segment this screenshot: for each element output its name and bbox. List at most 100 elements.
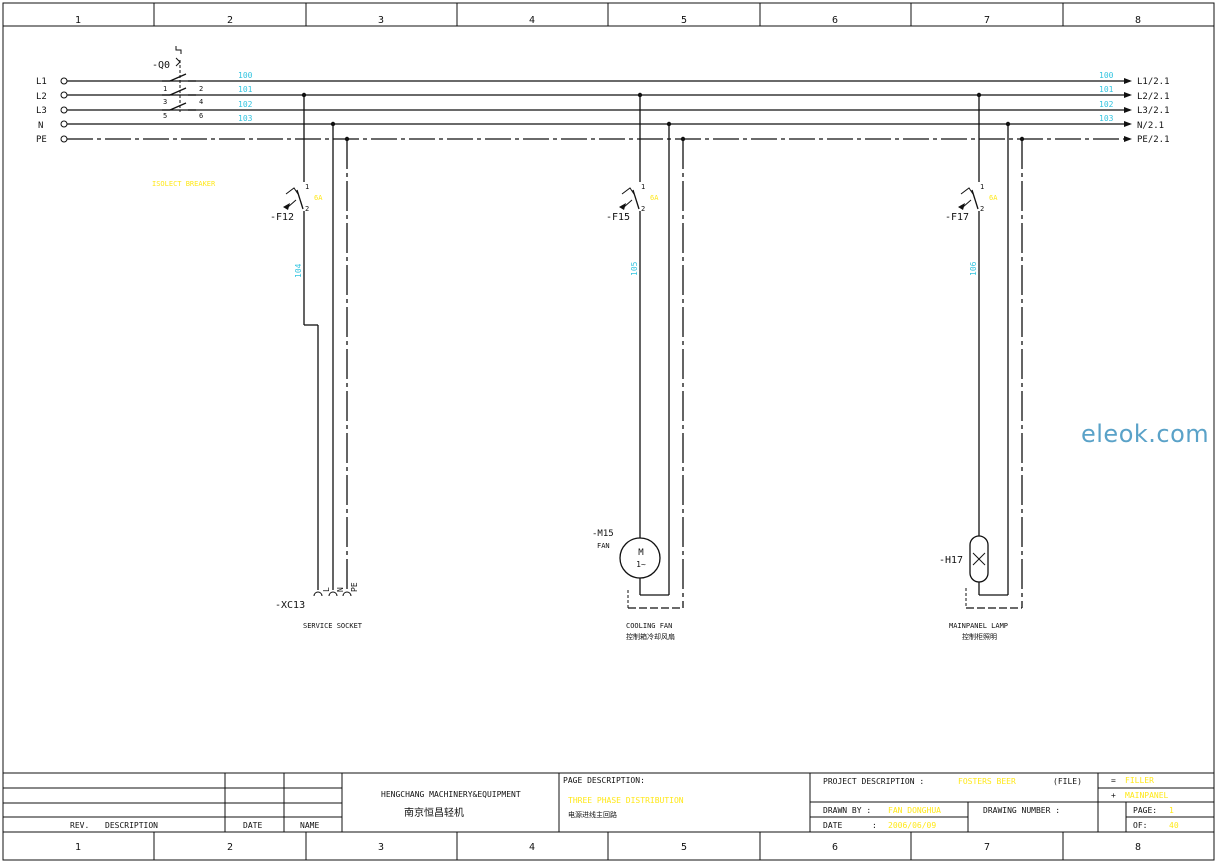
tb-company: HENGCHANG MACHINERY&EQUIPMENT bbox=[381, 790, 521, 799]
col-label-bot-7: 7 bbox=[984, 842, 990, 853]
bus-label-pe: PE bbox=[36, 135, 47, 145]
tb-eq2: + bbox=[1111, 791, 1116, 800]
main-switch-term-4: 4 bbox=[199, 98, 203, 106]
tb-date2-header: DATE bbox=[823, 821, 842, 830]
tb-page-header: PAGE: bbox=[1133, 806, 1157, 815]
main-switch-term-3: 3 bbox=[163, 98, 167, 106]
f15-tag: -F15 bbox=[606, 212, 630, 223]
tb-eq1-value: FILLER bbox=[1125, 776, 1154, 785]
col-label-top-6: 6 bbox=[832, 15, 838, 26]
main-switch-note: ISOLECT BREAKER bbox=[152, 180, 216, 188]
branch-mainpanel-lamp bbox=[958, 92, 1025, 609]
col-label-bot-4: 4 bbox=[529, 842, 535, 853]
tb-eq2-value: MAINPANEL bbox=[1125, 791, 1169, 800]
main-switch-term-6: 6 bbox=[199, 112, 203, 120]
lamp-tag: -H17 bbox=[939, 555, 963, 566]
tb-company-cn: 南京恒昌轻机 bbox=[404, 806, 464, 819]
f17-tag: -F17 bbox=[945, 212, 969, 223]
bus-label-l3: L3 bbox=[36, 106, 47, 116]
watermark: eleok.com bbox=[1081, 420, 1210, 448]
tb-drawing-number-header: DRAWING NUMBER : bbox=[983, 806, 1060, 815]
tb-rev-header: REV. bbox=[70, 821, 89, 830]
branch-service-socket bbox=[283, 92, 352, 597]
lamp-label-cn: 控制柜照明 bbox=[962, 632, 997, 641]
main-switch-term-1: 1 bbox=[163, 85, 167, 93]
lamp-label: MAINPANEL LAMP bbox=[949, 622, 1008, 630]
bus-out-l1: L1/2.1 bbox=[1137, 77, 1170, 87]
f17-pin2: 2 bbox=[980, 205, 984, 213]
bus-lines bbox=[67, 80, 1130, 140]
motor-label-m: M bbox=[638, 548, 644, 558]
wire-num-101-left: 101 bbox=[238, 85, 253, 94]
ruler-dividers bbox=[153, 3, 1064, 860]
col-label-top-2: 2 bbox=[227, 15, 233, 26]
wire-num-101-right: 101 bbox=[1099, 85, 1114, 94]
bus-label-l1: L1 bbox=[36, 77, 47, 87]
bus-label-n: N bbox=[38, 121, 43, 131]
wire-num-102-left: 102 bbox=[238, 100, 253, 109]
fan-label: COOLING FAN bbox=[626, 622, 672, 630]
main-switch-term-5: 5 bbox=[163, 112, 167, 120]
col-label-bot-6: 6 bbox=[832, 842, 838, 853]
tb-page-desc: THREE PHASE DISTRIBUTION bbox=[568, 796, 684, 805]
col-label-top-1: 1 bbox=[75, 15, 81, 26]
branch-cooling-fan bbox=[619, 92, 686, 609]
socket-pin-l: L bbox=[322, 587, 331, 592]
tb-drawn-header: DRAWN BY : bbox=[823, 806, 871, 815]
sheet-frame bbox=[2, 2, 1215, 861]
main-switch-symbol bbox=[162, 46, 196, 112]
bus-out-n: N/2.1 bbox=[1137, 121, 1164, 131]
col-label-top-8: 8 bbox=[1135, 15, 1141, 26]
f17-rating: 6A bbox=[989, 194, 998, 202]
wire-num-103-left: 103 bbox=[238, 114, 253, 123]
tb-date: 2006/06/09 bbox=[888, 821, 936, 830]
f15-pin2: 2 bbox=[641, 205, 645, 213]
main-switch-term-2: 2 bbox=[199, 85, 203, 93]
f17-pin1: 1 bbox=[980, 183, 984, 191]
tb-date-header: DATE bbox=[243, 821, 262, 830]
wire-num-100-right: 100 bbox=[1099, 71, 1114, 80]
f15-pin1: 1 bbox=[641, 183, 645, 191]
title-block-grid bbox=[3, 772, 1214, 832]
col-label-top-4: 4 bbox=[529, 15, 535, 26]
socket-pin-pe: PE bbox=[350, 582, 359, 592]
lamp-symbol bbox=[969, 535, 989, 583]
tb-name-header: NAME bbox=[300, 821, 319, 830]
tb-project: FOSTERS BEER bbox=[958, 777, 1016, 786]
wire-num-103-right: 103 bbox=[1099, 114, 1114, 123]
col-label-top-3: 3 bbox=[378, 15, 384, 26]
f12-pin2: 2 bbox=[305, 205, 309, 213]
tb-project-header: PROJECT DESCRIPTION : bbox=[823, 777, 924, 786]
tb-description-header: DESCRIPTION bbox=[105, 821, 158, 830]
wire-num-105: 105 bbox=[630, 261, 639, 276]
col-label-top-7: 7 bbox=[984, 15, 990, 26]
fan-label-cn: 控制箱冷却风扇 bbox=[626, 632, 675, 641]
socket-label: SERVICE SOCKET bbox=[303, 622, 363, 630]
tb-drawn: FAN DONGHUA bbox=[888, 806, 941, 815]
fan-sub-label: FAN bbox=[597, 542, 610, 550]
col-label-bot-2: 2 bbox=[227, 842, 233, 853]
f12-tag: -F12 bbox=[270, 212, 294, 223]
wire-num-106: 106 bbox=[969, 261, 978, 276]
tb-of: 40 bbox=[1169, 821, 1179, 830]
tb-page-desc-header: PAGE DESCRIPTION: bbox=[563, 776, 645, 785]
wire-num-100-left: 100 bbox=[238, 71, 253, 80]
wire-num-102-right: 102 bbox=[1099, 100, 1114, 109]
wire-num-104: 104 bbox=[294, 263, 303, 278]
motor-label-phase: 1~ bbox=[636, 560, 646, 569]
main-switch-tag: -Q0 bbox=[152, 60, 170, 71]
bus-arrows bbox=[1124, 78, 1132, 142]
f12-rating: 6A bbox=[314, 194, 323, 202]
fan-motor-symbol bbox=[619, 537, 661, 579]
tb-eq1: = bbox=[1111, 776, 1116, 785]
bus-terminals bbox=[60, 77, 68, 143]
bus-out-l2: L2/2.1 bbox=[1137, 92, 1170, 102]
tb-of-header: OF: bbox=[1133, 821, 1147, 830]
bus-out-pe: PE/2.1 bbox=[1137, 135, 1170, 145]
bus-label-l2: L2 bbox=[36, 92, 47, 102]
tb-date-colon: : bbox=[872, 821, 877, 830]
col-label-bot-8: 8 bbox=[1135, 842, 1141, 853]
f15-rating: 6A bbox=[650, 194, 659, 202]
col-label-bot-1: 1 bbox=[75, 842, 81, 853]
